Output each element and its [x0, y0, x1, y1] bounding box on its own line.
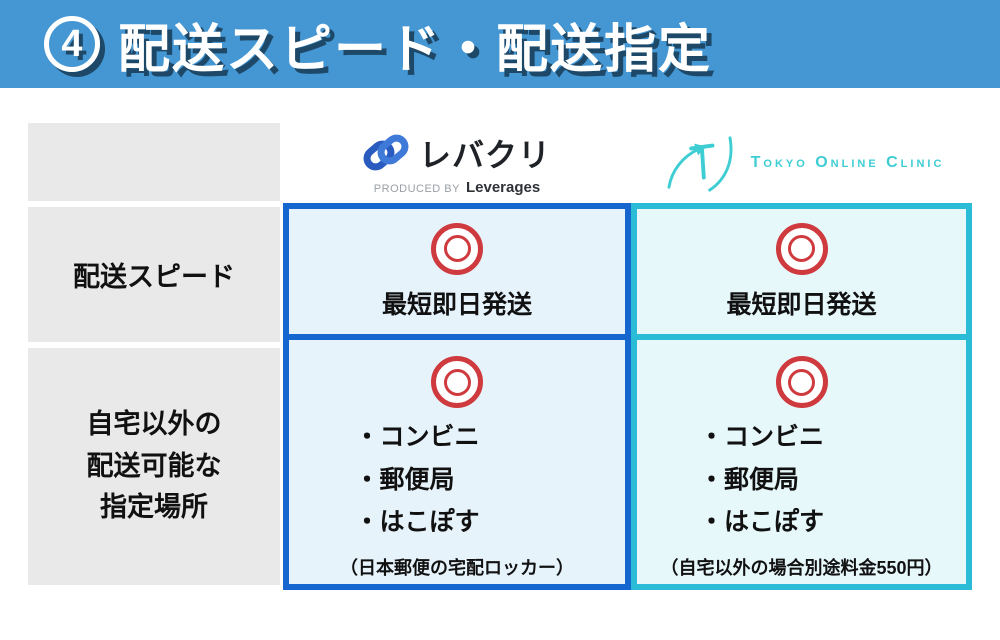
speed-value: 最短即日発送	[726, 290, 877, 319]
tokyo-logo-text: Tokyo Online Clinic	[750, 154, 945, 171]
row-label-text: 配送スピード	[73, 262, 235, 292]
levacli-logo-text: レバクリ	[418, 137, 551, 173]
tokyo-locations-cell: ・コンビニ ・郵便局 ・はこぽす （自宅以外の場合別途料金550円）	[637, 340, 966, 578]
location-item: ・郵便局	[354, 465, 455, 494]
locations-note: （日本郵便の宅配ロッカー）	[340, 557, 574, 578]
tokyo-clinic-logo: Tokyo Online Clinic	[631, 123, 972, 203]
row-labels-column: 配送スピード 自宅以外の 配送可能な 指定場所	[28, 123, 283, 590]
double-circle-icon	[431, 356, 483, 408]
double-circle-icon	[775, 356, 828, 408]
row-label-delivery-speed: 配送スピード	[28, 207, 280, 342]
row-label-line: 自宅以外の	[86, 408, 222, 439]
location-item: ・はこぽす	[354, 508, 480, 536]
levacli-locations-cell: ・コンビニ ・郵便局 ・はこぽす （日本郵便の宅配ロッカー）	[289, 340, 625, 578]
locations-list: ・コンビニ ・郵便局 ・はこぽす	[699, 416, 904, 544]
page: 4 配送スピード・配送指定 配送スピード 自宅以外の 配送可能な 指定場所	[0, 0, 1000, 590]
levacli-logo-row: レバクリ	[363, 130, 551, 176]
row-label-line: 指定場所	[100, 492, 208, 523]
header-title-text: 配送スピード・配送指定	[118, 20, 713, 79]
locations-note: （自宅以外の場合別途料金550円）	[660, 557, 943, 578]
comparison-table: 配送スピード 自宅以外の 配送可能な 指定場所	[28, 123, 1000, 590]
levacli-speed-cell: 最短即日発送	[289, 209, 625, 340]
double-circle-inner	[788, 235, 815, 262]
row-label-line: 配送可能な	[86, 450, 222, 481]
tokyo-speed-cell: 最短即日発送	[637, 209, 966, 340]
double-circle-icon	[431, 222, 483, 275]
circled-number-icon: 4	[44, 16, 100, 72]
levacli-cells-box: 最短即日発送 ・コンビニ ・郵便局 ・はこぽす （日本郵便の宅配ロッカー）	[283, 203, 631, 590]
double-circle-inner	[443, 235, 471, 262]
levacli-logo-subtitle: PRODUCED BY Leverages	[374, 179, 540, 196]
levacli-logo: レバクリ PRODUCED BY Leverages	[283, 123, 631, 203]
tokyo-cells-box: 最短即日発送 ・コンビニ ・郵便局 ・はこぽす （自宅以外の場合別途料金550円…	[631, 203, 972, 590]
location-item: ・郵便局	[699, 465, 800, 494]
header-number: 4	[61, 22, 83, 65]
location-item: ・コンビニ	[354, 423, 480, 451]
speed-value: 最短即日発送	[381, 290, 532, 319]
produced-by-text: PRODUCED BY	[373, 183, 460, 195]
locations-list: ・コンビニ ・郵便局 ・はこぽす	[355, 416, 560, 544]
leverages-text: Leverages	[465, 179, 541, 196]
chain-link-icon	[363, 134, 409, 171]
row-label-delivery-locations: 自宅以外の 配送可能な 指定場所	[28, 348, 280, 585]
double-circle-inner	[443, 368, 471, 396]
double-circle-icon	[775, 222, 828, 275]
location-item: ・はこぽす	[699, 508, 825, 536]
column-tokyo-online-clinic: Tokyo Online Clinic 最短即日発送 ・コンビニ ・郵便局 ・は…	[631, 123, 972, 590]
tokyo-logo-row: Tokyo Online Clinic	[659, 132, 945, 194]
page-title: 4 配送スピード・配送指定	[44, 7, 712, 82]
corner-cell	[28, 123, 280, 201]
double-circle-inner	[788, 368, 815, 396]
location-item: ・コンビニ	[699, 423, 825, 451]
header-banner: 4 配送スピード・配送指定	[0, 0, 1000, 88]
arrow-swoosh-t-icon	[667, 136, 732, 192]
content-area: 配送スピード 自宅以外の 配送可能な 指定場所	[0, 88, 1000, 590]
column-levacli: レバクリ PRODUCED BY Leverages 最短即日発送	[283, 123, 631, 590]
